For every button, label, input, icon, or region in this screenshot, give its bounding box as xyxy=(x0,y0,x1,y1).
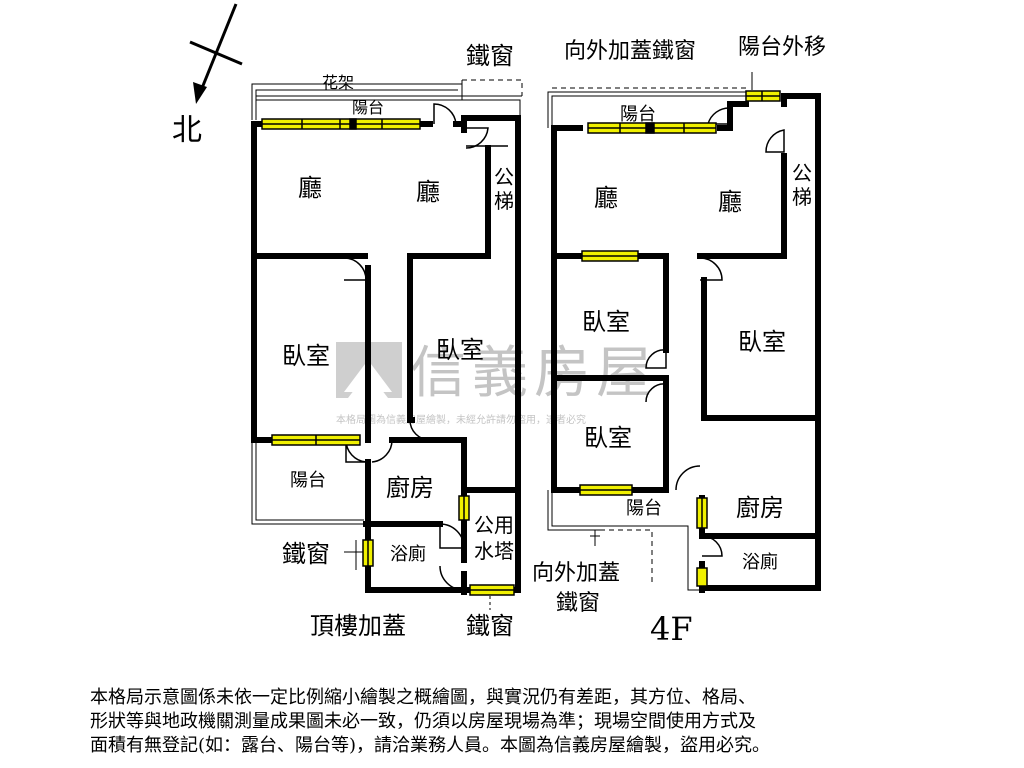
fourth-floor-doors xyxy=(645,107,785,557)
fourth-floor-windows xyxy=(579,90,781,587)
fourth-balcony-bottom: 陽台 xyxy=(626,498,662,519)
rooftop-stairs: 公梯 xyxy=(494,165,514,213)
fourth-floor-title: 4F xyxy=(650,610,693,648)
fourth-bedroom-left-bottom: 臥室 xyxy=(584,424,632,452)
fourth-bedroom-right: 臥室 xyxy=(738,328,786,356)
fourth-kitchen: 廚房 xyxy=(736,494,784,522)
rooftop-balcony-bottom: 陽台 xyxy=(290,470,326,491)
fourth-outward-iron-window-bottom: 向外加蓋鐵窗 xyxy=(532,561,620,616)
rooftop-water-tower: 公用水塔 xyxy=(474,513,514,563)
fourth-living-right: 廳 xyxy=(718,188,742,216)
fourth-balcony-top: 陽台 xyxy=(620,104,656,125)
rooftop-plan: 花架 陽台 廳 廳 公梯 臥室 臥室 陽台 廚房 浴廁 公用水塔 鐵窗 鐵窗 鐵… xyxy=(251,42,523,640)
rooftop-kitchen: 廚房 xyxy=(386,474,434,502)
rooftop-living-right: 廳 xyxy=(416,178,440,206)
rooftop-iron-window-top: 鐵窗 xyxy=(466,42,514,70)
rooftop-bedroom-right: 臥室 xyxy=(436,336,484,364)
rooftop-iron-window-left: 鐵窗 xyxy=(282,540,330,568)
rooftop-windows xyxy=(261,118,515,596)
compass: 北 xyxy=(172,3,243,148)
fourth-living-left: 廳 xyxy=(594,184,618,212)
rooftop-flower-rack: 花架 xyxy=(322,73,354,92)
watermark-brand: 信義房屋 xyxy=(410,341,658,406)
fourth-stairs: 公梯 xyxy=(792,161,812,209)
disclaimer: 本格局示意圖係未依一定比例縮小繪製之概繪圖，與實況仍有差距，其方位、格局、 形狀… xyxy=(90,686,970,758)
rooftop-iron-window-bottom: 鐵窗 xyxy=(466,612,514,640)
compass-needle-icon xyxy=(196,3,238,99)
rooftop-balcony-top: 陽台 xyxy=(352,98,384,117)
fourth-balcony-moved-out: 陽台外移 xyxy=(738,35,826,60)
rooftop-bedroom-left: 臥室 xyxy=(282,342,330,370)
rooftop-living-left: 廳 xyxy=(298,174,322,202)
floor-plan: 信義房屋 本格局圖為信義房屋繪製，未經允許請勿盜用，違者必究 北 xyxy=(172,3,826,648)
disclaimer-line: 面積有無登記(如：露台、陽台等)，請洽業務人員。本圖為信義房屋繪製，盜用必究。 xyxy=(90,735,771,756)
north-label: 北 xyxy=(172,113,202,148)
watermark: 信義房屋 本格局圖為信義房屋繪製，未經允許請勿盜用，違者必究 xyxy=(336,341,658,426)
watermark-notice: 本格局圖為信義房屋繪製，未經允許請勿盜用，違者必究 xyxy=(336,413,586,426)
fourth-outward-iron-window-top: 向外加蓋鐵窗 xyxy=(564,39,696,64)
north-arrow-icon xyxy=(193,82,207,104)
disclaimer-line: 本格局示意圖係未依一定比例縮小繪製之概繪圖，與實況仍有差距，其方位、格局、 xyxy=(90,687,756,708)
rooftop-bathroom: 浴廁 xyxy=(390,543,426,565)
fourth-floor-plan: 向外加蓋鐵窗 陽台外移 陽台 廳 廳 公梯 臥室 臥室 臥室 陽台 廚房 浴廁 … xyxy=(532,35,826,648)
disclaimer-line: 形狀等與地政機關測量成果圖未必一致，仍須以房屋現場為準；現場空間使用方式及 xyxy=(90,711,756,732)
fourth-bathroom: 浴廁 xyxy=(742,551,778,573)
rooftop-title: 頂樓加蓋 xyxy=(310,612,406,640)
fourth-bedroom-left-top: 臥室 xyxy=(582,308,630,336)
